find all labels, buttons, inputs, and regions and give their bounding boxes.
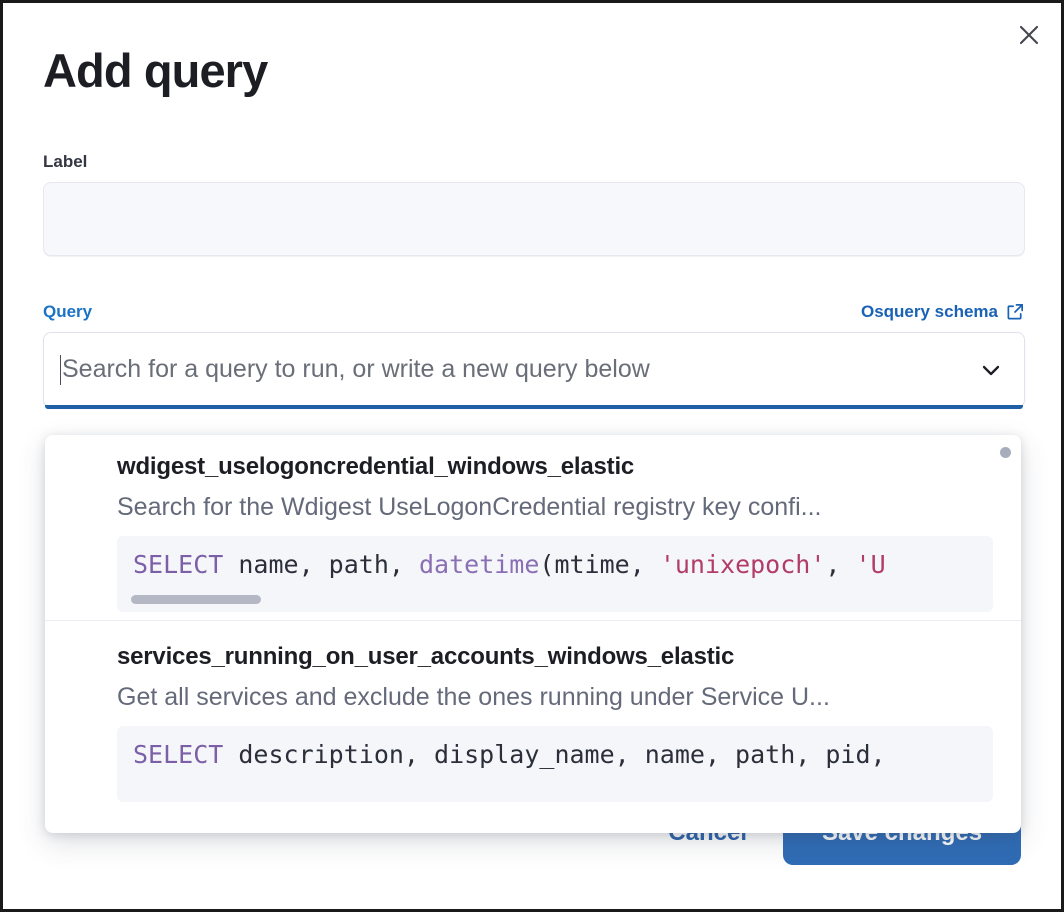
- option-code-block[interactable]: SELECT description, display_name, name, …: [117, 726, 993, 802]
- query-field-label: Query: [43, 301, 93, 321]
- query-field-header: Query Osquery schema: [43, 302, 1025, 322]
- sql-columns: name, path,: [223, 550, 419, 579]
- option-description: Search for the Wdigest UseLogonCredentia…: [117, 493, 822, 521]
- close-icon-glyph: [1019, 25, 1039, 45]
- sql-string-2: 'U: [855, 550, 886, 579]
- label-field-label: Label: [43, 151, 88, 171]
- sql-args: (mtime,: [539, 550, 660, 579]
- option-description: Get all services and exclude the ones ru…: [117, 683, 830, 711]
- option-code-block[interactable]: SELECT name, path, datetime(mtime, 'unix…: [117, 536, 993, 612]
- query-combobox[interactable]: Search for a query to run, or write a ne…: [43, 331, 1025, 409]
- list-item[interactable]: wdigest_uselogoncredential_windows_elast…: [45, 435, 1021, 612]
- label-input[interactable]: [43, 181, 1025, 256]
- osquery-schema-link[interactable]: Osquery schema: [861, 302, 1025, 322]
- dropdown-list: wdigest_uselogoncredential_windows_elast…: [45, 435, 1021, 833]
- chevron-down-icon-glyph: [982, 365, 1000, 375]
- sql-function: datetime: [418, 550, 540, 579]
- sql-keyword: SELECT: [133, 550, 224, 579]
- external-link-icon: [1007, 304, 1024, 320]
- dropdown-scrollbar[interactable]: [1000, 447, 1011, 458]
- query-suggestions-dropdown: wdigest_uselogoncredential_windows_elast…: [45, 435, 1021, 833]
- page-title: Add query: [43, 44, 268, 97]
- sql-comma: ,: [825, 550, 856, 579]
- sql-string-1: 'unixepoch': [659, 550, 826, 579]
- option-title: wdigest_uselogoncredential_windows_elast…: [117, 453, 635, 480]
- sql-columns: description, display_name, name, path, p…: [223, 740, 886, 769]
- query-search-input[interactable]: Search for a query to run, or write a ne…: [62, 355, 650, 384]
- option-title: services_running_on_user_accounts_window…: [117, 643, 735, 670]
- sql-keyword: SELECT: [133, 740, 224, 769]
- chevron-down-icon[interactable]: [974, 353, 1008, 387]
- osquery-schema-link-label: Osquery schema: [860, 301, 998, 321]
- close-icon[interactable]: [1011, 17, 1047, 53]
- text-cursor: [60, 354, 61, 385]
- code-line: SELECT name, path, datetime(mtime, 'unix…: [133, 550, 977, 580]
- code-line: SELECT description, display_name, name, …: [133, 740, 977, 770]
- focus-underline: [45, 404, 1023, 409]
- list-item[interactable]: services_running_on_user_accounts_window…: [45, 620, 1021, 802]
- modal-body: Add query Label Query Osquery schema Sea…: [3, 3, 1061, 409]
- code-horizontal-scrollbar[interactable]: [131, 595, 261, 604]
